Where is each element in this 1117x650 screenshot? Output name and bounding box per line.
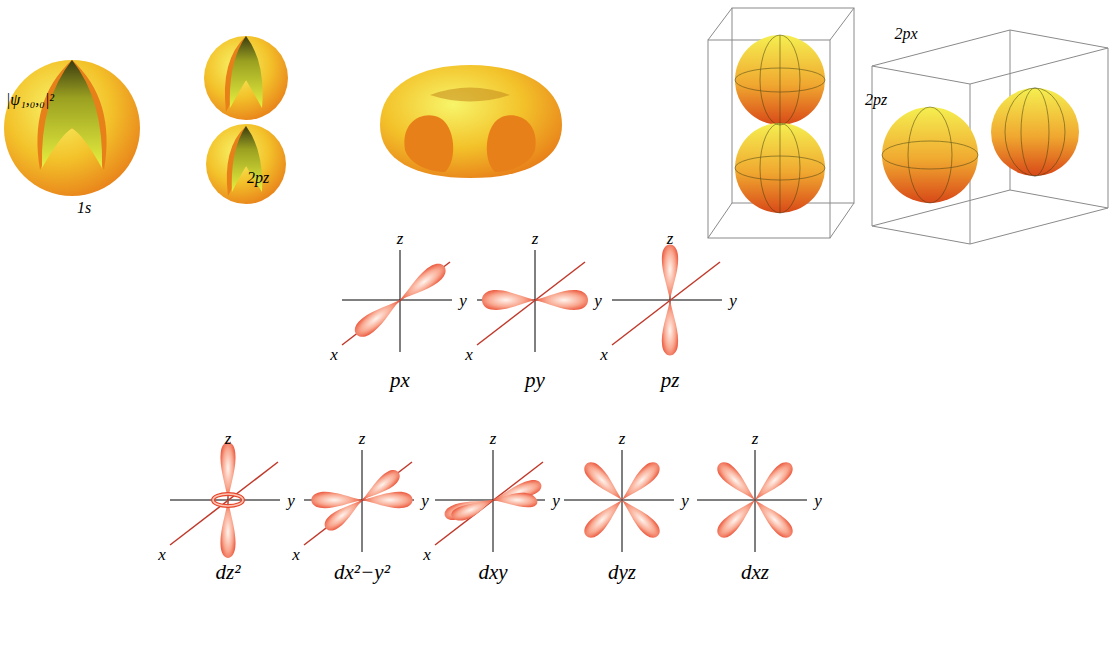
axis-label: x bbox=[292, 546, 300, 563]
dyz-orbital bbox=[564, 450, 674, 552]
axis-label: y bbox=[287, 492, 295, 509]
axis-label: x bbox=[158, 546, 166, 563]
axis-label: y bbox=[681, 492, 689, 509]
axis-label: z bbox=[752, 430, 759, 447]
axis-label: z bbox=[667, 230, 674, 247]
orbital-label: px bbox=[390, 370, 410, 391]
2px-box bbox=[872, 30, 1108, 244]
orbital-label: 2px bbox=[894, 26, 917, 42]
orbital-label: dyz bbox=[608, 562, 636, 583]
axis-label: y bbox=[421, 492, 429, 509]
orbital-label: py bbox=[525, 370, 545, 391]
axis-label: z bbox=[397, 230, 404, 247]
px-orbital bbox=[342, 250, 452, 352]
orbital-label: 1s bbox=[77, 200, 91, 216]
py-orbital bbox=[477, 250, 588, 352]
dxz-orbital bbox=[697, 450, 807, 552]
axis-label: y bbox=[594, 292, 602, 309]
2pz-box bbox=[708, 8, 854, 238]
pz-orbital bbox=[612, 245, 722, 356]
2px-spheres bbox=[882, 88, 1079, 203]
axis-label: x bbox=[465, 346, 473, 363]
dx2y2-orbital bbox=[304, 450, 414, 552]
1s-sphere bbox=[4, 60, 140, 196]
axis-label: z bbox=[490, 430, 497, 447]
torus bbox=[380, 65, 562, 178]
orbital-label: dxy bbox=[478, 562, 507, 583]
plot-label: |ψ₁,₀,₀|² bbox=[6, 92, 54, 108]
orbital-label: dz² bbox=[216, 562, 241, 583]
axis-label: z bbox=[225, 430, 232, 447]
axis-label: z bbox=[359, 430, 366, 447]
orbital-label: 2pz bbox=[865, 92, 887, 108]
axis-label: y bbox=[729, 292, 737, 309]
orbital-label: pz bbox=[661, 370, 680, 391]
orbital-label: 2pz bbox=[247, 170, 269, 186]
axis-label: x bbox=[423, 546, 431, 563]
orbital-label: dxz bbox=[741, 562, 769, 583]
dxy-orbital bbox=[435, 450, 545, 552]
axis-label: y bbox=[552, 492, 560, 509]
2pz-spheres bbox=[735, 35, 825, 213]
orbital-label: dx²−y² bbox=[334, 562, 390, 583]
2pz-cutaway bbox=[204, 36, 288, 204]
axis-label: z bbox=[619, 430, 626, 447]
axis-label: x bbox=[330, 346, 338, 363]
axis-label: y bbox=[459, 292, 467, 309]
axis-label: x bbox=[600, 346, 608, 363]
axis-label: y bbox=[814, 492, 822, 509]
axis-label: z bbox=[532, 230, 539, 247]
dz2-orbital bbox=[170, 442, 280, 558]
